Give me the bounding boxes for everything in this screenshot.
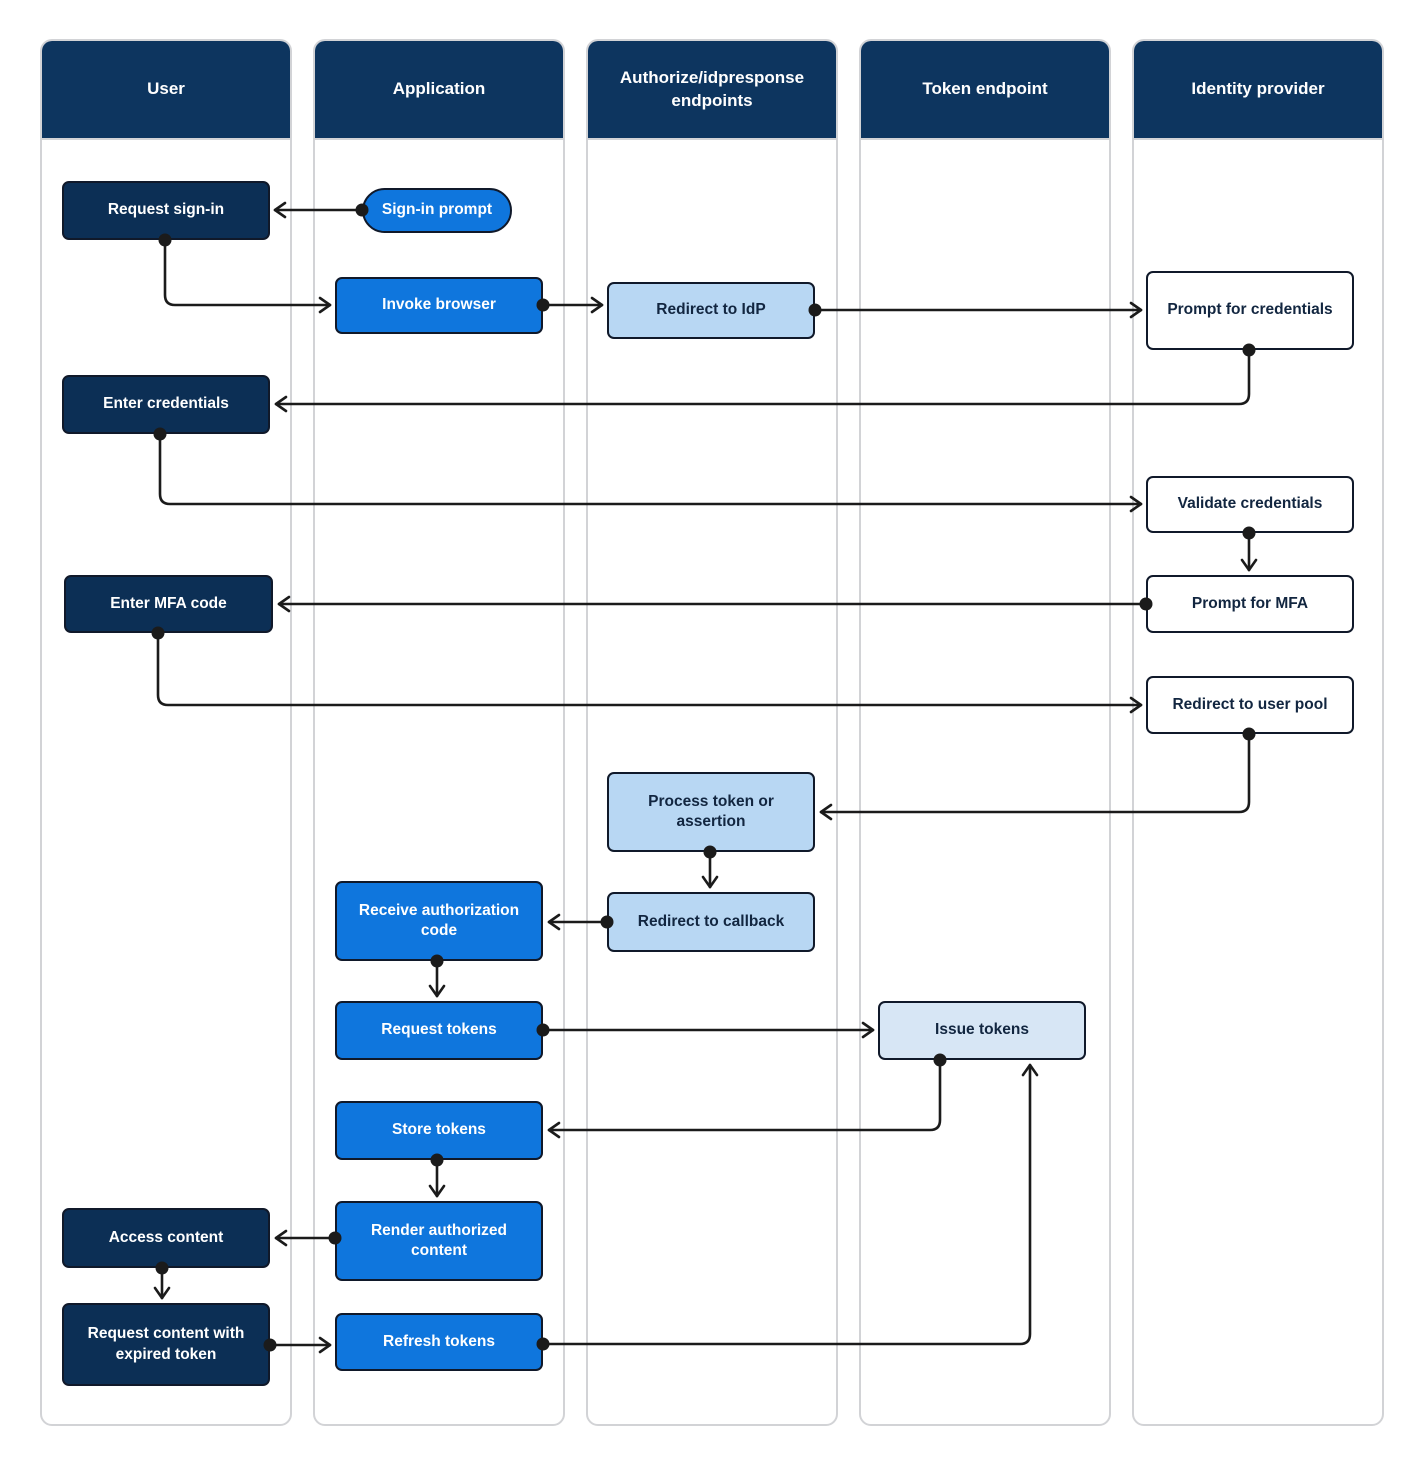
node-prompt-for-credentials: Prompt for credentials	[1146, 271, 1354, 350]
lane-header-authorize-endpoints: Authorize/idpresponse endpoints	[588, 41, 836, 140]
node-request-sign-in: Request sign-in	[62, 181, 270, 240]
node-request-content-with-expired-token: Request content with expired token	[62, 1303, 270, 1386]
lane-header-application: Application	[315, 41, 563, 140]
lane-header-token-endpoint: Token endpoint	[861, 41, 1109, 140]
node-process-token-or-assertion: Process token or assertion	[607, 772, 815, 852]
node-invoke-browser: Invoke browser	[335, 277, 543, 334]
node-redirect-to-user-pool: Redirect to user pool	[1146, 676, 1354, 734]
lane-title: Application	[392, 79, 486, 99]
node-redirect-to-idp: Redirect to IdP	[607, 282, 815, 339]
lane-authorize-endpoints: Authorize/idpresponse endpoints	[586, 39, 838, 1426]
node-render-authorized-content: Render authorized content	[335, 1201, 543, 1281]
node-refresh-tokens: Refresh tokens	[335, 1313, 543, 1371]
node-redirect-to-callback: Redirect to callback	[607, 892, 815, 952]
lane-title: Token endpoint	[922, 79, 1048, 99]
lane-header-user: User	[42, 41, 290, 140]
lane-title: Authorize/idpresponse endpoints	[619, 68, 805, 110]
node-access-content: Access content	[62, 1208, 270, 1268]
node-receive-authorization-code: Receive authorization code	[335, 881, 543, 961]
node-sign-in-prompt: Sign-in prompt	[362, 188, 512, 233]
node-validate-credentials: Validate credentials	[1146, 476, 1354, 533]
node-enter-mfa-code: Enter MFA code	[64, 575, 273, 633]
node-store-tokens: Store tokens	[335, 1101, 543, 1160]
node-issue-tokens: Issue tokens	[878, 1001, 1086, 1060]
lane-header-identity-provider: Identity provider	[1134, 41, 1382, 140]
node-enter-credentials: Enter credentials	[62, 375, 270, 434]
lane-title: User	[147, 79, 185, 99]
node-request-tokens: Request tokens	[335, 1001, 543, 1060]
lane-title: Identity provider	[1191, 79, 1325, 99]
node-prompt-for-mfa: Prompt for MFA	[1146, 575, 1354, 633]
lane-token-endpoint: Token endpoint	[859, 39, 1111, 1426]
